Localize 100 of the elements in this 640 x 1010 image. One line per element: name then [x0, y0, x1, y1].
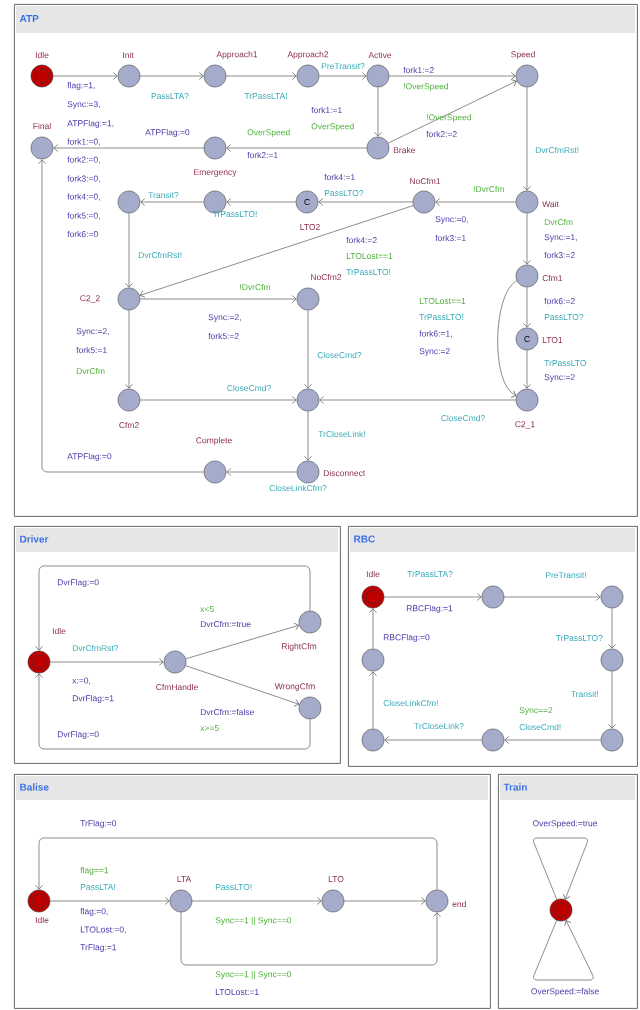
transition-arrow: [374, 87, 382, 137]
transition-annotation: Sync:=3,: [67, 101, 100, 109]
node-label: Idle: [35, 51, 49, 59]
node-label: WrongCfm: [274, 683, 315, 691]
transition-annotation: LTOLost==1: [419, 298, 466, 304]
transition-annotation: Sync:=1,: [544, 234, 577, 242]
transition-arrow: [139, 205, 414, 298]
transition-annotation: fork2:=1: [247, 151, 278, 159]
transition-arrow: [185, 665, 300, 707]
node-label: Brake: [393, 146, 416, 154]
state-circle: [361, 648, 385, 672]
transition-arrow: [185, 622, 300, 660]
transition-annotation: CloseCmd?: [317, 351, 362, 359]
transition-annotation: fork6:=0: [67, 230, 98, 238]
transition-annotation: !OverSpeed: [403, 83, 448, 91]
transition-arrow: [53, 144, 204, 152]
transition-annotation: DvrCfm: [76, 367, 105, 375]
transition-arrow: [35, 565, 311, 651]
transition-arrow: [523, 87, 531, 191]
transition-annotation: PreTransit?: [321, 62, 365, 70]
transition-arrow: [384, 593, 482, 601]
transition-annotation: Sync:=2,: [76, 328, 109, 336]
transition-annotation: TrCloseLink?: [414, 722, 464, 730]
transition-annotation: fork1:=0,: [67, 138, 100, 146]
transition-arrow: [53, 72, 118, 80]
transition-annotation: fork2:=2: [426, 130, 457, 138]
transition-arrow: [226, 468, 297, 476]
transition-annotation: Transit!: [570, 690, 598, 698]
node-label: CfmHandle: [156, 683, 198, 691]
transition-annotation: DvrFlag:=1: [72, 695, 114, 703]
transition-arrow: [38, 159, 204, 473]
transition-annotation: fork4:=0,: [67, 193, 100, 201]
state-circle: [600, 648, 624, 672]
transition-arrow: [318, 198, 413, 206]
transition-annotation: OverSpeed: [311, 123, 354, 131]
node-label: LTA: [177, 876, 192, 882]
state-circle: [117, 190, 141, 214]
transition-arrow: [435, 198, 516, 206]
transition-annotation: fork5:=2: [208, 332, 239, 340]
node-label: Approach2: [287, 51, 329, 59]
transition-annotation: OverSpeed:=true: [532, 820, 598, 828]
transition-annotation: fork6:=2: [544, 297, 575, 305]
transition-annotation: fork1:=2: [403, 66, 434, 74]
transition-annotation: OverSpeed: [247, 129, 290, 137]
transition-annotation: CloseLinkCfm!: [383, 699, 438, 707]
transition-annotation: Sync:=2,: [208, 314, 241, 322]
transition-arrow: [523, 213, 531, 265]
node-label: Final: [33, 122, 51, 130]
transition-annotation: fork1:=1: [311, 106, 342, 114]
transition-annotation: LTOLost:=0,: [80, 926, 126, 934]
node-label: Active: [368, 51, 392, 59]
transition-annotation: fork3:=0,: [67, 175, 100, 183]
node-label: C2_2: [80, 295, 100, 303]
transition-annotation: LTOLost==1: [346, 253, 393, 259]
node-label: NoCfm1: [410, 177, 441, 185]
transition-arrow: [304, 310, 312, 389]
transition-annotation: ATPFlag:=0: [145, 129, 190, 137]
transition-annotation: CloseCmd?: [441, 414, 485, 422]
initial-state: Idle: [27, 889, 51, 924]
transition-annotation: PassLTO?: [324, 190, 364, 196]
state-circle: [481, 585, 505, 609]
transition-annotation: TrPassLTO!: [212, 211, 257, 217]
transition-arrow: [384, 736, 482, 744]
transition-annotation: DvrCfmRst!: [535, 146, 579, 154]
node-label: LTO2: [300, 224, 320, 231]
transition-annotation: !DvrCfm: [473, 185, 504, 193]
transition-arrow: [504, 593, 601, 601]
initial-state: [549, 898, 573, 922]
transition-arrow: [319, 396, 516, 404]
transition-arrow: [497, 280, 518, 398]
committed-state: C LTO2: [295, 190, 320, 230]
transition-annotation: fork6:=1,: [419, 330, 452, 338]
state-circle: [481, 728, 505, 752]
transition-annotation: LTOLost:=1: [215, 989, 259, 995]
transition-annotation: fork3:=2: [544, 251, 575, 259]
transition-annotation: PassLTA!: [80, 884, 115, 890]
transition-arrow: [533, 837, 588, 900]
transition-arrow: [125, 213, 133, 288]
transition-arrow: [140, 396, 297, 404]
node-label: RightCfm: [281, 643, 317, 651]
transition-annotation: DvrFlag:=0: [57, 579, 99, 587]
state-circle: [600, 585, 624, 609]
transition-annotation: fork2:=0,: [67, 156, 100, 164]
node-label: Speed: [511, 51, 535, 59]
node-label: Idle: [52, 627, 66, 635]
transition-arrow: [319, 72, 367, 80]
node-label: Idle: [366, 570, 380, 578]
node-label: NoCfm2: [311, 273, 342, 281]
transition-arrow: [608, 608, 616, 649]
node-label: Init: [123, 51, 134, 59]
transition-arrow: [608, 671, 616, 729]
initial-state: Idle: [27, 627, 66, 674]
transition-annotation: TrPassLTO!: [419, 314, 464, 320]
transition-annotation: DvrCfm:=false: [200, 708, 254, 716]
transition-annotation: DvrCfm: [544, 218, 573, 226]
transition-annotation: !DvrCfm: [240, 283, 270, 291]
node-label: LTO: [328, 876, 344, 883]
transition-annotation: RBCFlag:=1: [406, 605, 453, 613]
transition-arrow: [140, 72, 204, 80]
transition-annotation: Sync==1 || Sync==0: [215, 917, 292, 925]
